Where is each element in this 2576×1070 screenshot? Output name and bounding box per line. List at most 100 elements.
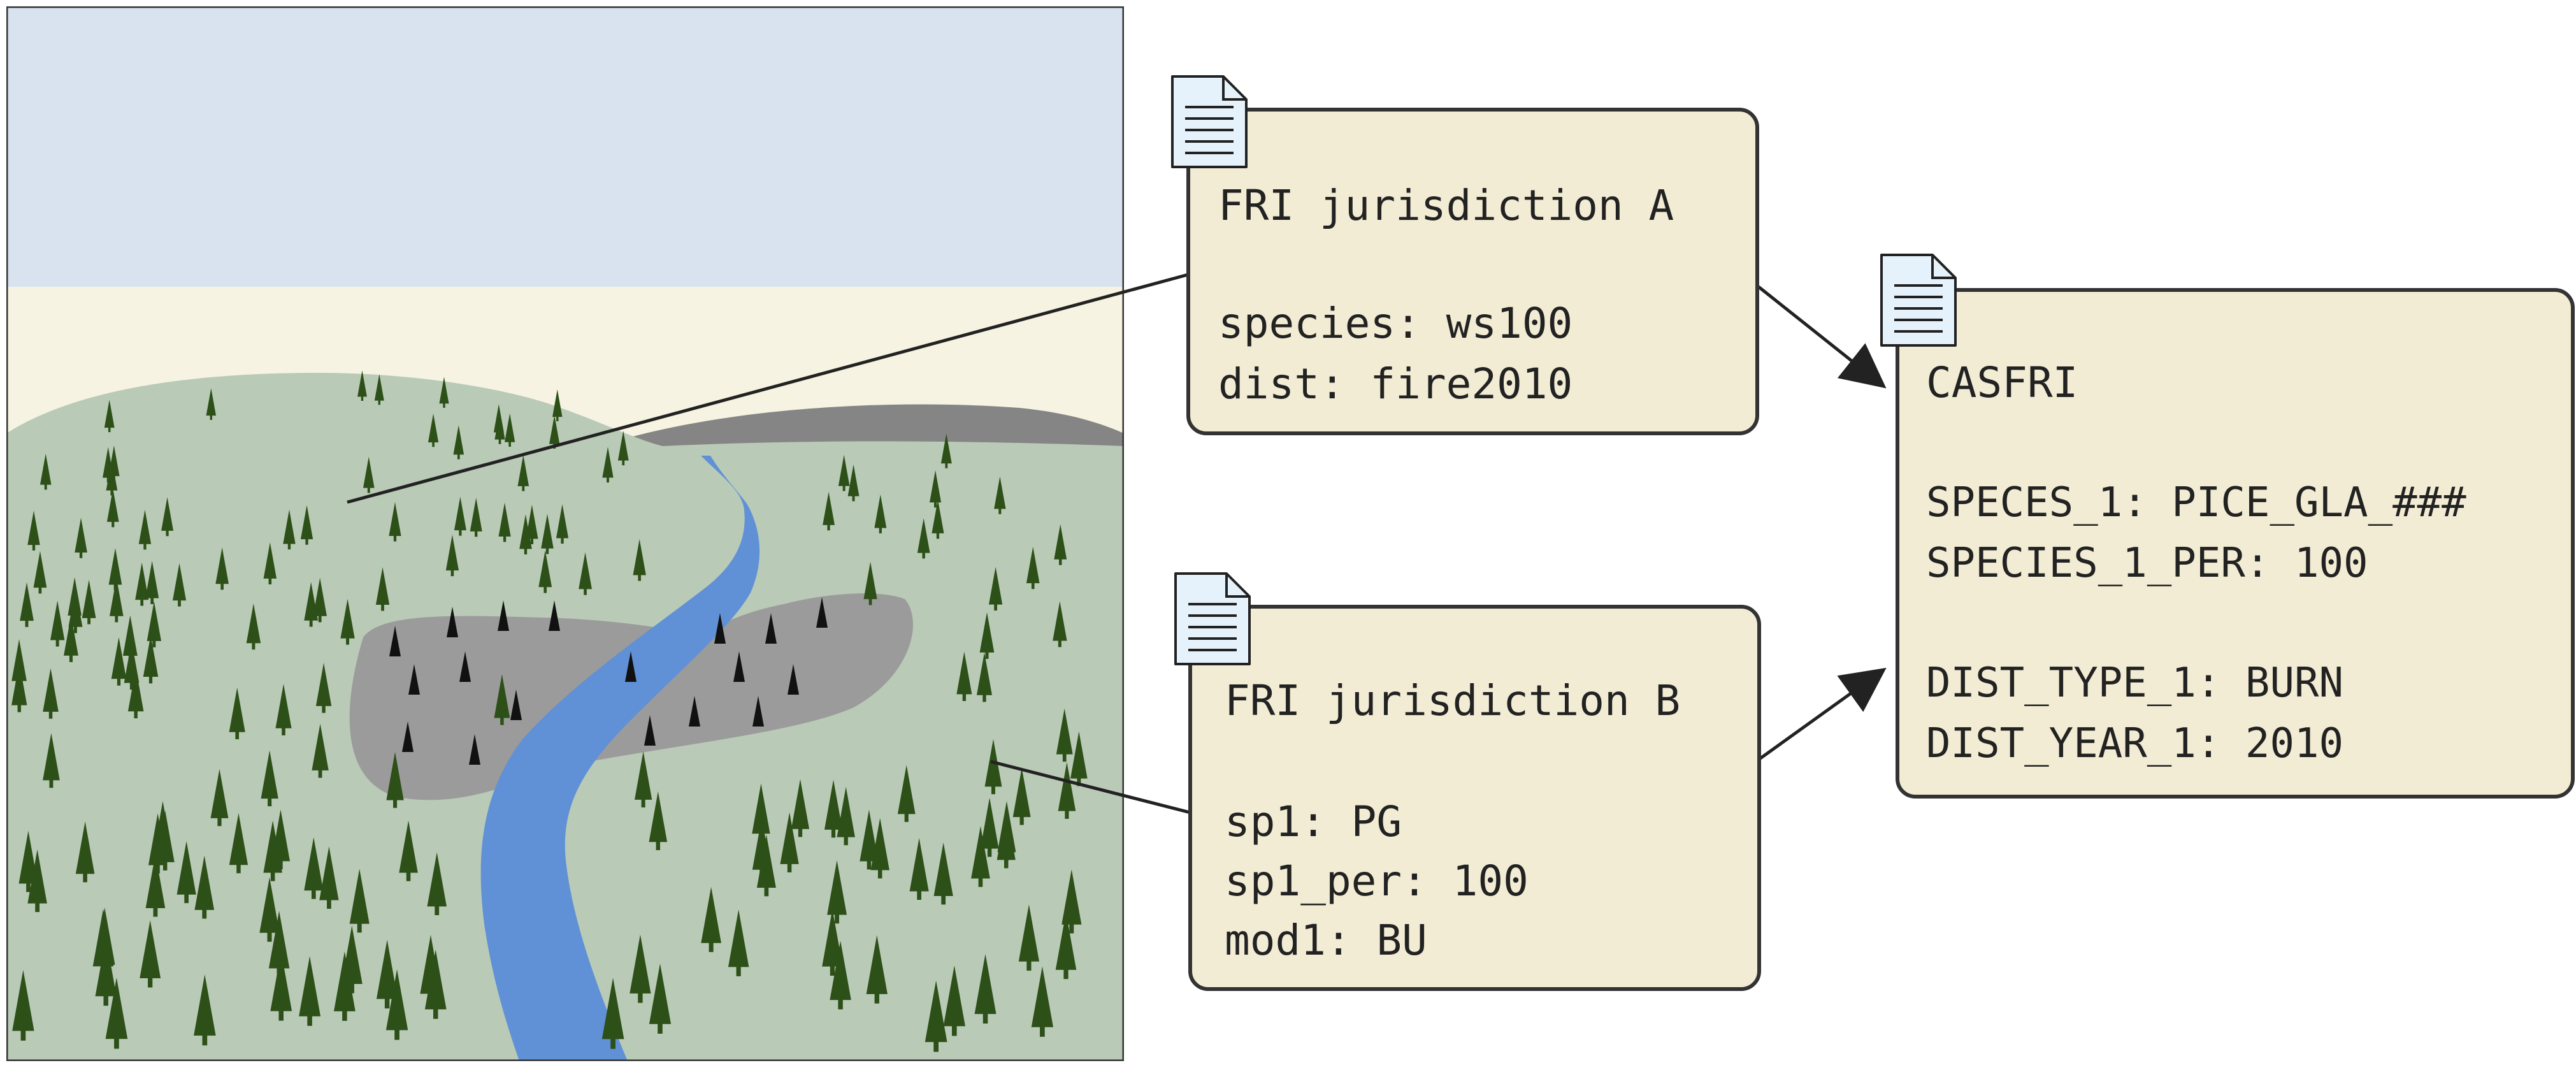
tree-icon — [50, 600, 65, 647]
tree-icon — [830, 941, 851, 1009]
landscape-panel — [6, 6, 1124, 1061]
tree-icon — [909, 838, 929, 900]
tree-icon — [538, 550, 552, 593]
tree-icon — [427, 852, 447, 915]
tree-icon — [870, 818, 889, 879]
tree-icon — [956, 651, 972, 701]
tree-icon — [541, 514, 554, 554]
tree-icon — [1055, 912, 1077, 980]
box-b-line-2: sp1_per: 100 — [1225, 857, 1529, 906]
tree-icon — [988, 567, 1003, 611]
tree-layer — [11, 370, 1088, 1052]
tree-icon — [860, 809, 879, 870]
tree-icon — [874, 494, 887, 533]
tree-icon — [863, 561, 877, 605]
tree-icon — [27, 510, 40, 551]
tree-icon — [780, 812, 799, 872]
burnt-tree-icon — [498, 600, 509, 631]
tree-icon — [194, 974, 216, 1046]
tree-icon — [454, 496, 466, 536]
tree-icon — [838, 454, 850, 491]
tree-icon — [68, 577, 82, 622]
tree-icon — [556, 504, 569, 544]
tree-icon — [997, 808, 1016, 869]
tree-icon — [27, 849, 47, 913]
burnt-tree-icon — [459, 651, 471, 682]
tree-icon — [110, 577, 124, 623]
tree-icon — [1058, 762, 1076, 819]
tree-icon — [108, 548, 122, 591]
tree-icon — [974, 954, 997, 1024]
tree-icon — [374, 374, 384, 405]
tree-icon — [176, 841, 196, 904]
tree-icon — [312, 723, 329, 778]
tree-icon — [389, 502, 401, 542]
tree-icon — [64, 615, 78, 662]
tree-icon — [161, 497, 174, 537]
tree-icon — [229, 813, 248, 874]
tree-icon — [552, 389, 563, 421]
tree-icon — [979, 612, 995, 659]
tree-icon — [630, 934, 651, 1003]
tree-icon — [95, 937, 117, 1006]
tree-icon — [375, 567, 390, 611]
tree-icon — [470, 498, 482, 537]
burnt-tree-icon — [469, 734, 480, 765]
tree-icon — [40, 453, 52, 490]
tree-icon — [847, 464, 860, 502]
box-b-title: FRI jurisdiction B — [1225, 676, 1680, 725]
tree-icon — [124, 640, 140, 690]
tree-icon — [12, 970, 34, 1041]
tree-icon — [357, 370, 367, 401]
box-b-line-1: sp1: PG — [1225, 797, 1402, 846]
tree-icon — [154, 801, 172, 861]
box-b-line-3: mod1: BU — [1225, 916, 1427, 965]
tree-icon — [837, 786, 855, 846]
casfri-line-1: SPECES_1: PICE_GLA_### — [1926, 479, 2466, 526]
document-icon — [1880, 254, 1957, 347]
tree-icon — [428, 413, 439, 447]
burnt-tree-icon — [625, 651, 637, 682]
tree-icon — [827, 860, 847, 924]
tree-icon — [994, 476, 1006, 514]
tree-icon — [549, 415, 560, 449]
tree-icon — [930, 470, 942, 508]
tree-icon — [340, 598, 355, 645]
tree-icon — [263, 542, 277, 584]
box-casfri: CASFRI SPECES_1: PICE_GLA_### SPECIES_1_… — [1880, 254, 2575, 799]
burnt-tree-icon — [447, 607, 458, 637]
box-jurisdiction-b: FRI jurisdiction B sp1: PG sp1_per: 100 … — [1174, 572, 1761, 991]
tree-icon — [976, 652, 992, 702]
tree-icon — [104, 400, 115, 433]
box-jurisdiction-a: FRI jurisdiction A species: ws100 dist: … — [1171, 75, 1759, 435]
tree-icon — [1070, 731, 1088, 786]
tree-icon — [82, 579, 96, 625]
burnt-tree-icon — [402, 721, 414, 752]
tree-icon — [701, 886, 721, 952]
tree-icon — [127, 668, 144, 719]
tree-icon — [138, 509, 152, 550]
tree-icon — [75, 821, 95, 883]
tree-icon — [20, 582, 34, 627]
tree-icon — [111, 637, 127, 686]
tree-icon — [633, 539, 646, 581]
tree-icon — [261, 750, 278, 807]
burnt-tree-icon — [644, 715, 656, 746]
tree-icon — [932, 499, 944, 539]
tree-icon — [505, 413, 515, 447]
tree-icon — [1056, 708, 1073, 762]
tree-icon — [1053, 601, 1067, 647]
document-icon — [1174, 572, 1251, 665]
tree-icon — [172, 563, 187, 607]
tree-icon — [313, 577, 327, 623]
tree-icon — [349, 869, 370, 933]
tree-icon — [519, 514, 532, 555]
tree-icon — [823, 491, 835, 531]
burnt-tree-icon — [733, 651, 745, 682]
tree-icon — [1018, 904, 1040, 971]
burnt-tree-icon — [714, 613, 726, 644]
tree-icon — [517, 454, 529, 491]
tree-icon — [634, 751, 652, 807]
tree-icon — [299, 956, 321, 1026]
